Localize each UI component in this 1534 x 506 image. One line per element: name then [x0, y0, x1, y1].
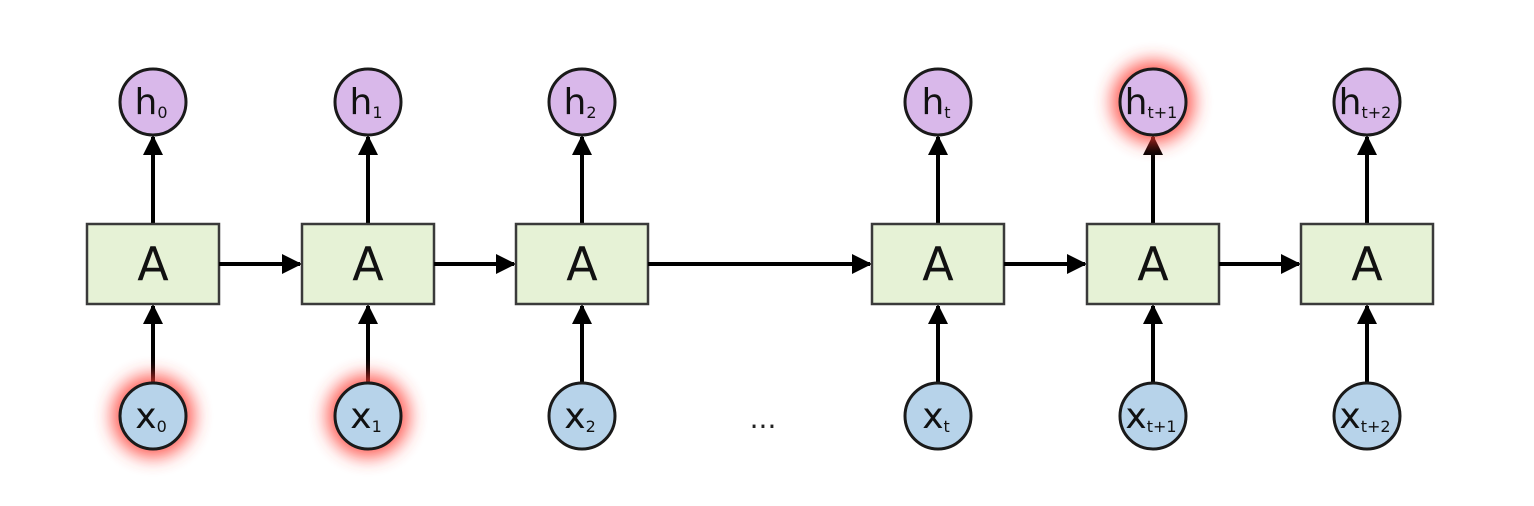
output-node-label-1: h1	[349, 82, 382, 123]
output-node-label-2: h2	[563, 82, 596, 123]
input-node-subscript-1: 1	[372, 417, 382, 436]
input-node-symbol-2: x	[564, 396, 585, 437]
input-node-2	[547, 381, 617, 451]
output-node-3	[903, 67, 973, 137]
output-node-subscript-1: 1	[372, 103, 382, 122]
output-node-symbol-3: h	[921, 82, 944, 123]
rnn-cell-4	[1085, 222, 1221, 306]
input-node-5	[1332, 381, 1402, 451]
input-node-label-2: x2	[564, 396, 596, 437]
rnn-cell-label-5: A	[1351, 237, 1383, 291]
timestep-4: Aht+1xt+1	[1085, 61, 1221, 451]
input-node-label-0: x0	[135, 396, 167, 437]
input-node-4	[1118, 381, 1188, 451]
output-node-symbol-1: h	[349, 82, 372, 123]
input-node-subscript-5: t+2	[1361, 417, 1391, 436]
input-node-label-4: xt+1	[1125, 396, 1176, 437]
output-node-subscript-2: 2	[586, 103, 596, 122]
input-node-label-1: x1	[350, 396, 382, 437]
output-node-subscript-4: t+1	[1147, 103, 1177, 122]
output-node-5	[1332, 67, 1402, 137]
input-node-symbol-3: x	[922, 396, 943, 437]
timestep-5: Aht+2xt+2	[1299, 67, 1435, 451]
output-node-4	[1118, 67, 1188, 137]
output-node-subscript-0: 0	[157, 103, 167, 122]
input-node-symbol-1: x	[350, 396, 371, 437]
input-node-3	[903, 381, 973, 451]
output-node-label-3: ht	[921, 82, 950, 123]
output-node-label-0: h0	[134, 82, 167, 123]
rnn-cell-2	[514, 222, 650, 306]
input-node-label-3: xt	[922, 396, 950, 437]
input-node-1	[333, 381, 403, 451]
input-node-subscript-0: 0	[157, 417, 167, 436]
input-node-symbol-0: x	[135, 396, 156, 437]
output-node-label-5: ht+2	[1339, 82, 1392, 123]
input-node-subscript-3: t	[944, 417, 950, 436]
input-node-subscript-2: 2	[586, 417, 596, 436]
rnn-cell-label-4: A	[1137, 237, 1169, 291]
output-node-1	[333, 67, 403, 137]
output-node-subscript-5: t+2	[1361, 103, 1391, 122]
rnn-cell-label-1: A	[352, 237, 384, 291]
rnn-cell-label-3: A	[922, 237, 954, 291]
output-node-symbol-5: h	[1339, 82, 1362, 123]
input-node-0	[118, 381, 188, 451]
output-node-2	[547, 67, 617, 137]
output-node-0	[118, 67, 188, 137]
input-node-symbol-4: x	[1125, 396, 1146, 437]
input-node-symbol-5: x	[1339, 396, 1360, 437]
rnn-cell-3	[870, 222, 1006, 306]
input-node-label-5: xt+2	[1339, 396, 1390, 437]
input-node-subscript-4: t+1	[1147, 417, 1177, 436]
rnn-cell-label-2: A	[566, 237, 598, 291]
output-node-subscript-3: t	[944, 103, 950, 122]
output-node-symbol-2: h	[563, 82, 586, 123]
output-node-symbol-0: h	[134, 82, 157, 123]
output-node-symbol-4: h	[1125, 82, 1148, 123]
ellipsis: ...	[750, 402, 777, 435]
output-node-label-4: ht+1	[1125, 82, 1178, 123]
rnn-cell-label-0: A	[137, 237, 169, 291]
rnn-cell-5	[1299, 222, 1435, 306]
